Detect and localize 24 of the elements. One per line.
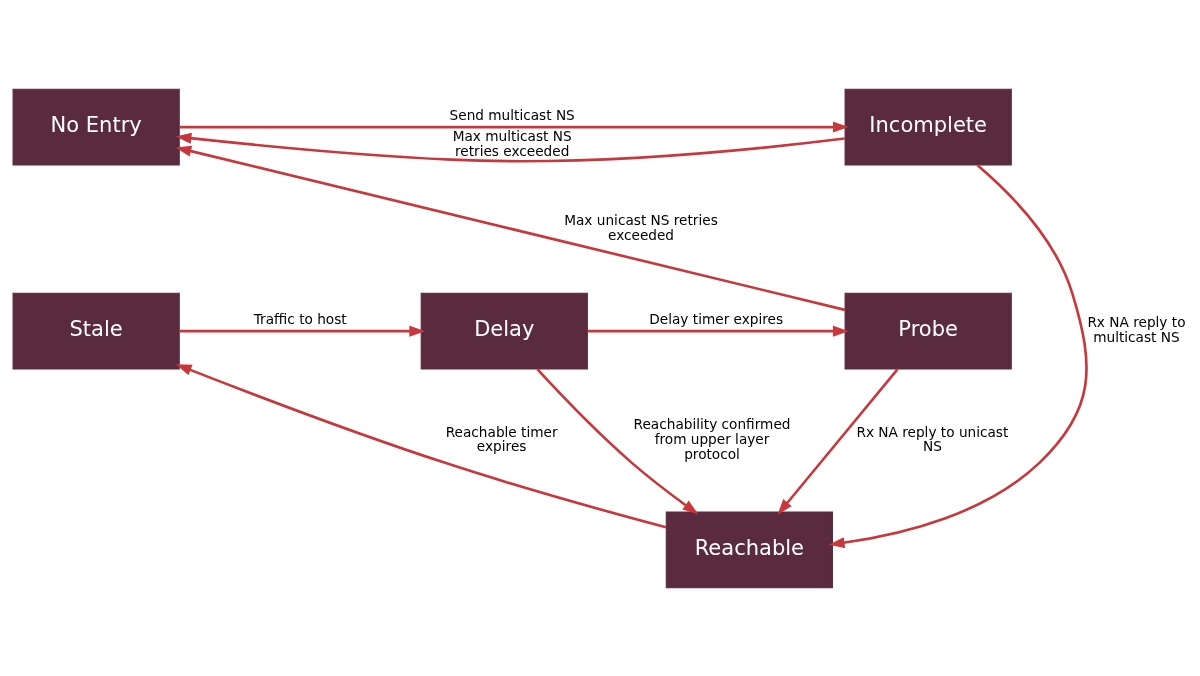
edge-label: Max multicast NS retries exceeded bbox=[452, 127, 572, 159]
arrow bbox=[179, 121, 849, 133]
edge-label: Rx NA reply to multicast NS bbox=[1087, 313, 1186, 345]
arrow bbox=[175, 145, 846, 311]
edge-label: Reachability confirmed from upper layer protocol bbox=[633, 415, 791, 462]
node-box: Reachable bbox=[665, 511, 833, 588]
edge-label: Send multicast NS bbox=[449, 106, 575, 123]
edge-label: Delay timer expires bbox=[649, 310, 784, 327]
edge-label: Traffic to host bbox=[253, 310, 347, 327]
node-box: Delay bbox=[420, 292, 588, 370]
edge-label: Reachable timer expires bbox=[445, 423, 558, 454]
node-box: Incomplete bbox=[844, 88, 1012, 165]
arrow bbox=[587, 325, 849, 337]
node-box: No Entry bbox=[12, 88, 180, 165]
edge-label: Rx NA reply to unicast NS bbox=[856, 423, 1009, 454]
edge-label: Max unicast NS retries exceeded bbox=[564, 211, 718, 243]
arrow bbox=[536, 367, 699, 514]
arrow bbox=[828, 163, 1088, 548]
node-box: Probe bbox=[844, 292, 1012, 370]
node-box: Stale bbox=[12, 292, 180, 370]
arrow bbox=[777, 368, 899, 515]
arrow bbox=[179, 325, 426, 337]
arrow bbox=[175, 363, 667, 529]
arrow bbox=[175, 132, 845, 162]
